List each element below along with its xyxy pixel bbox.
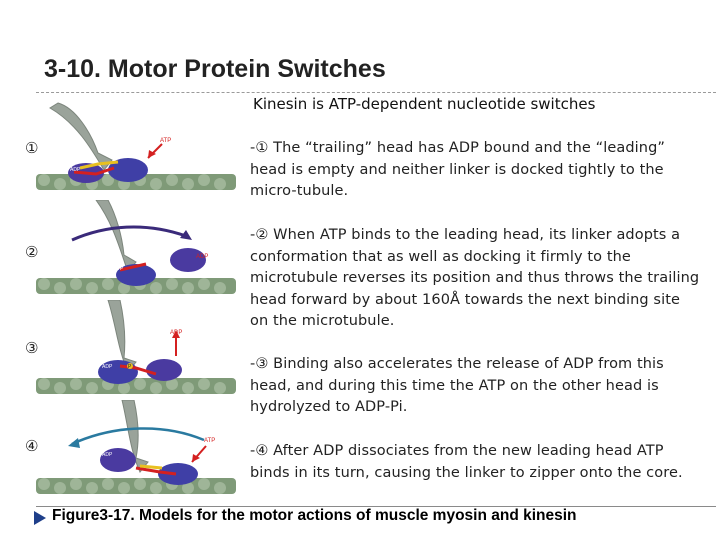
panel-4-label-adp: ADP [102, 452, 113, 458]
caption-bullet-icon [34, 511, 46, 525]
panel-1-label-atp: ATP [160, 138, 171, 144]
panel-2-label-atp: ATP [114, 266, 124, 272]
kinesin-panel-1: ATP ADP [36, 98, 236, 198]
kinesin-panel-3: ADP ADP P [36, 300, 236, 400]
step-marker-1: ① [25, 139, 39, 157]
kinesin-panel-2: ADP ATP [36, 200, 236, 300]
panel-4-label-atp: ATP [204, 438, 215, 444]
caption-divider [36, 506, 716, 507]
title-divider [36, 92, 716, 93]
step-1-text: -① The “trailing” head has ADP bound and… [250, 140, 665, 199]
panel-1-label-adp: ADP [70, 167, 81, 173]
step-marker-4: ④ [25, 437, 39, 455]
figure-caption: Figure3-17. Models for the motor actions… [52, 507, 577, 524]
step-4-text: -④ After ADP dissociates from the new le… [250, 443, 683, 481]
panel-3-label-adp: ADP [102, 364, 113, 370]
step-marker-3: ③ [25, 339, 39, 357]
slide-title: 3-10. Motor Protein Switches [44, 55, 386, 83]
panel-2-label-adp: ADP [196, 254, 208, 260]
subtitle: Kinesin is ATP-dependent nucleotide swit… [253, 95, 596, 113]
panel-3-label-p: P [128, 364, 132, 370]
kinesin-panel-4: ATP ADP [36, 400, 236, 500]
step-3-text: -③ Binding also accelerates the release … [250, 356, 664, 415]
panel-3-label-adp-top: ADP [170, 330, 182, 336]
step-marker-2: ② [25, 243, 39, 261]
step-2-text: -② When ATP binds to the leading head, i… [250, 227, 700, 329]
